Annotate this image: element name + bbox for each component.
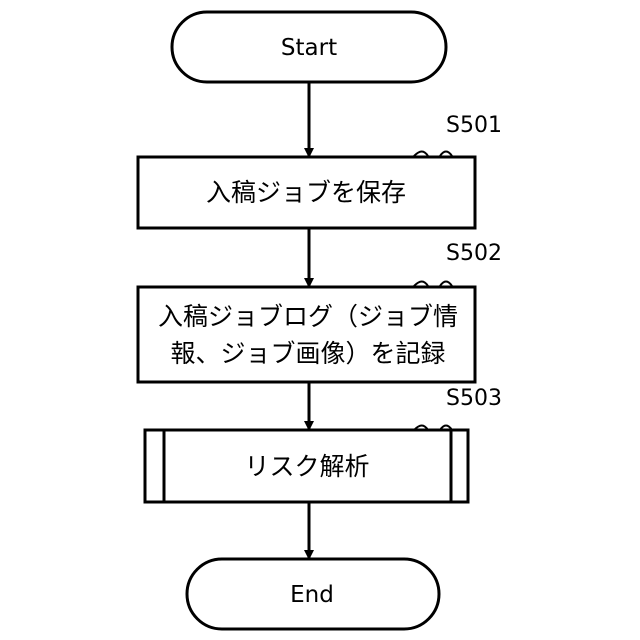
- process-box-s502: 入稿ジョブログ（ジョブ情 報、ジョブ画像）を記録: [138, 287, 475, 382]
- step-id-label-s503: S503: [446, 386, 502, 411]
- step-id-label-s502: S502: [446, 241, 502, 266]
- step-id-s501: S501: [414, 113, 502, 161]
- step-id-label-s501: S501: [446, 113, 502, 138]
- process-label-s502-line2: 報、ジョブ画像）を記録: [170, 339, 445, 368]
- end-label: End: [290, 582, 334, 608]
- process-label-s503: リスク解析: [244, 452, 369, 481]
- start-terminator: Start: [172, 12, 446, 82]
- start-label: Start: [281, 35, 337, 61]
- process-box-s501: 入稿ジョブを保存: [138, 157, 475, 228]
- step-id-s502: S502: [414, 241, 502, 291]
- predefined-process-box-s503: リスク解析: [145, 430, 468, 502]
- process-label-s502-line1: 入稿ジョブログ（ジョブ情: [158, 302, 458, 331]
- end-terminator: End: [187, 559, 439, 629]
- process-label-s501: 入稿ジョブを保存: [206, 178, 406, 207]
- step-id-s503: S503: [414, 386, 502, 435]
